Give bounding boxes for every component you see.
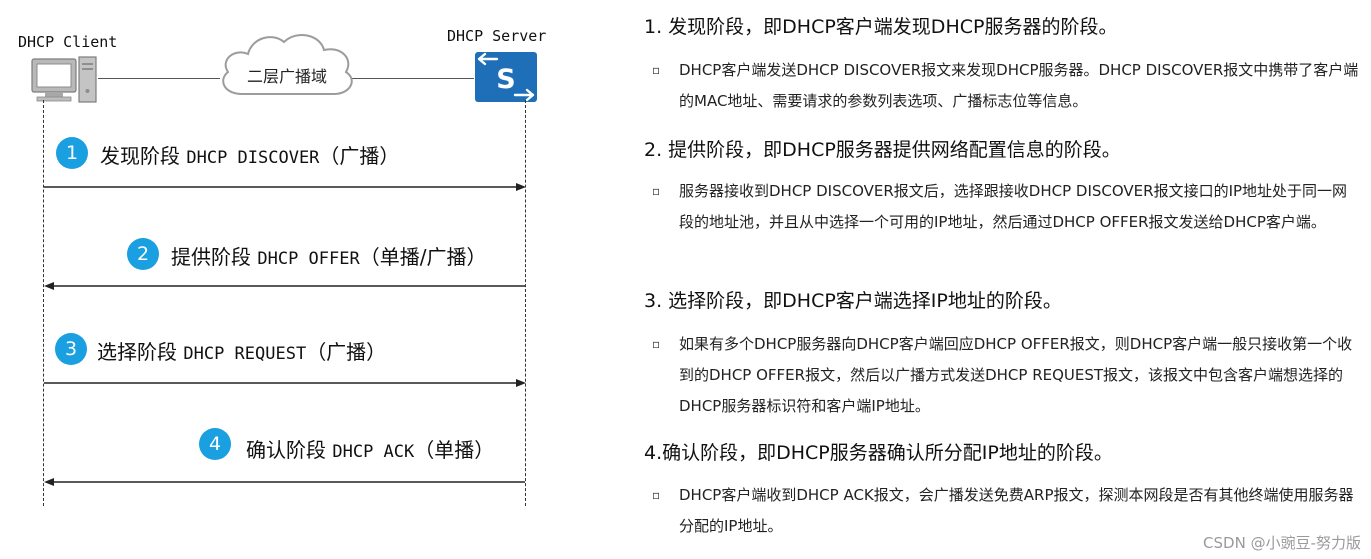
phase-2-heading: 2. 提供阶段，即DHCP服务器提供网络配置信息的阶段。 (644, 139, 1121, 161)
step-2-name: 提供阶段 (171, 245, 251, 269)
step-1-name: 发现阶段 (100, 144, 180, 168)
cloud-icon (222, 34, 353, 95)
client-label: DHCP Client (18, 33, 118, 51)
server-label: DHCP Server (447, 27, 547, 45)
step-2-mode: （单播/广播） (359, 245, 487, 269)
arrow-discover-head (516, 183, 526, 191)
step-1-mode: （广播） (319, 144, 400, 168)
arrow-ack-head (44, 478, 54, 486)
cloud-server-link (346, 78, 474, 79)
pc-icon (31, 56, 97, 103)
step-3-label: 选择阶段 DHCP REQUEST（广播） (97, 336, 386, 365)
phase-1-heading: 1. 发现阶段，即DHCP客户端发现DHCP服务器的阶段。 (644, 16, 1118, 38)
phase-1-text: DHCP客户端发送DHCP DISCOVER报文来发现DHCP服务器。DHCP … (679, 61, 1359, 110)
step-2-message: DHCP OFFER (257, 249, 360, 269)
server-lifeline (525, 100, 526, 506)
client-lifeline (43, 100, 44, 506)
step-2-number-badge: 2 (127, 238, 159, 270)
step-4-label: 确认阶段 DHCP ACK（单播） (246, 434, 494, 463)
step-1-number-badge: 1 (56, 137, 88, 169)
csdn-watermark: CSDN @小豌豆-努力版 (1203, 534, 1361, 552)
step-3-mode: （广播） (306, 340, 387, 364)
phase-1-bullet-icon: ▫ (652, 63, 661, 77)
step-1-message: DHCP DISCOVER (186, 148, 320, 168)
client-cloud-link (98, 78, 220, 79)
step-1-label: 发现阶段 DHCP DISCOVER（广播） (100, 140, 399, 169)
phase-descriptions: 1. 发现阶段，即DHCP客户端发现DHCP服务器的阶段。 ▫ DHCP客户端发… (640, 0, 1365, 559)
phase-2-bullet-icon: ▫ (652, 184, 661, 198)
phase-4-heading: 4.确认阶段，即DHCP服务器确认所分配IP地址的阶段。 (644, 442, 1113, 464)
message-arrows (44, 183, 526, 486)
server-switch-icon: S (475, 52, 537, 102)
step-4-message: DHCP ACK (332, 442, 415, 462)
step-4-number-badge: 4 (199, 428, 231, 460)
step-3-number-badge: 3 (55, 333, 87, 365)
cloud-label: 二层广播域 (246, 67, 327, 86)
step-4-mode: （单播） (414, 438, 495, 462)
server-icon-glyph: S (496, 64, 515, 95)
phase-3-text: 如果有多个DHCP服务器向DHCP客户端回应DHCP OFFER报文，则DHCP… (679, 335, 1353, 415)
arrow-request-head (516, 379, 526, 387)
phase-3-bullet-icon: ▫ (652, 337, 661, 351)
phase-4-bullet-icon: ▫ (652, 488, 661, 502)
step-2-label: 提供阶段 DHCP OFFER（单播/广播） (171, 241, 486, 270)
phase-4-text: DHCP客户端收到DHCP ACK报文，会广播发送免费ARP报文，探测本网段是否… (679, 486, 1354, 535)
dhcp-sequence-diagram: DHCP Client DHCP Server S 二层广播域 1 发现阶段 D… (0, 0, 610, 559)
phase-3-heading: 3. 选择阶段，即DHCP客户端选择IP地址的阶段。 (644, 290, 1062, 312)
arrow-offer-head (44, 282, 54, 290)
phase-2-text: 服务器接收到DHCP DISCOVER报文后，选择跟接收DHCP DISCOVE… (679, 182, 1348, 231)
step-4-name: 确认阶段 (246, 438, 326, 462)
step-3-name: 选择阶段 (97, 340, 177, 364)
step-3-message: DHCP REQUEST (183, 344, 307, 364)
